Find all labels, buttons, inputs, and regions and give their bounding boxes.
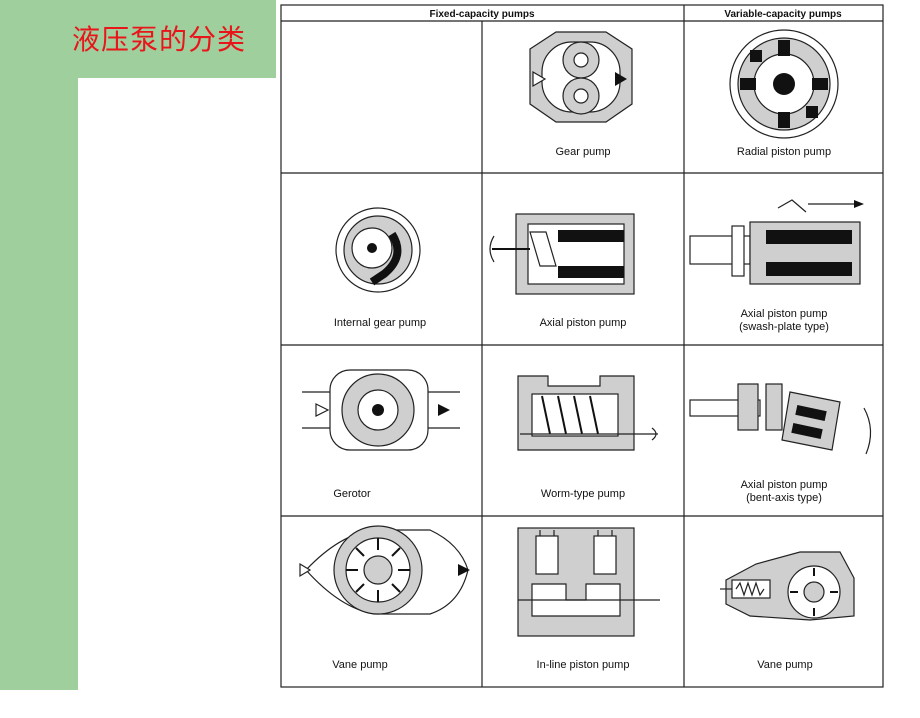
caption-axial-swash-line1: Axial piston pump	[741, 308, 828, 320]
caption-axial-bent-line1: Axial piston pump	[741, 479, 828, 491]
caption-gerotor: Gerotor	[333, 488, 371, 500]
vane-pump-variable-diagram	[720, 551, 855, 621]
axial-piston-pump-diagram	[489, 213, 635, 295]
pump-table-figure: Fixed-capacity pumps Variable-capacity p…	[280, 4, 884, 688]
axial-swash-plate-pump-diagram	[689, 199, 864, 285]
caption-worm-type-pump: Worm-type pump	[541, 488, 625, 500]
caption-vane-pump-fixed: Vane pump	[332, 659, 387, 671]
caption-gear-pump: Gear pump	[555, 146, 610, 158]
caption-internal-gear-pump: Internal gear pump	[334, 317, 426, 329]
radial-piston-pump-diagram	[729, 29, 839, 139]
gear-pump-diagram	[529, 31, 633, 123]
green-top-band	[0, 0, 276, 78]
content-panel	[78, 78, 378, 718]
header-variable-capacity: Variable-capacity pumps	[724, 9, 842, 20]
slide-title: 液压泵的分类	[72, 23, 247, 56]
vane-pump-fixed-diagram	[299, 525, 470, 615]
caption-radial-piston-pump: Radial piston pump	[737, 146, 831, 158]
caption-axial-piston-pump: Axial piston pump	[540, 317, 627, 329]
caption-axial-swash-line2: (swash-plate type)	[739, 321, 829, 333]
axial-bent-axis-pump-diagram	[689, 383, 872, 455]
header-fixed-capacity: Fixed-capacity pumps	[429, 9, 534, 20]
pump-classification-table: Fixed-capacity pumps Variable-capacity p…	[280, 4, 884, 688]
caption-inline-piston-pump: In-line piston pump	[537, 659, 630, 671]
caption-axial-bent-line2: (bent-axis type)	[746, 492, 822, 504]
table-grid	[280, 4, 884, 688]
internal-gear-pump-diagram	[335, 207, 421, 293]
caption-vane-pump-variable: Vane pump	[757, 659, 812, 671]
green-side-band	[0, 0, 78, 690]
worm-type-pump-diagram	[517, 375, 658, 451]
gerotor-diagram	[302, 369, 460, 451]
inline-piston-pump-diagram	[517, 527, 660, 637]
